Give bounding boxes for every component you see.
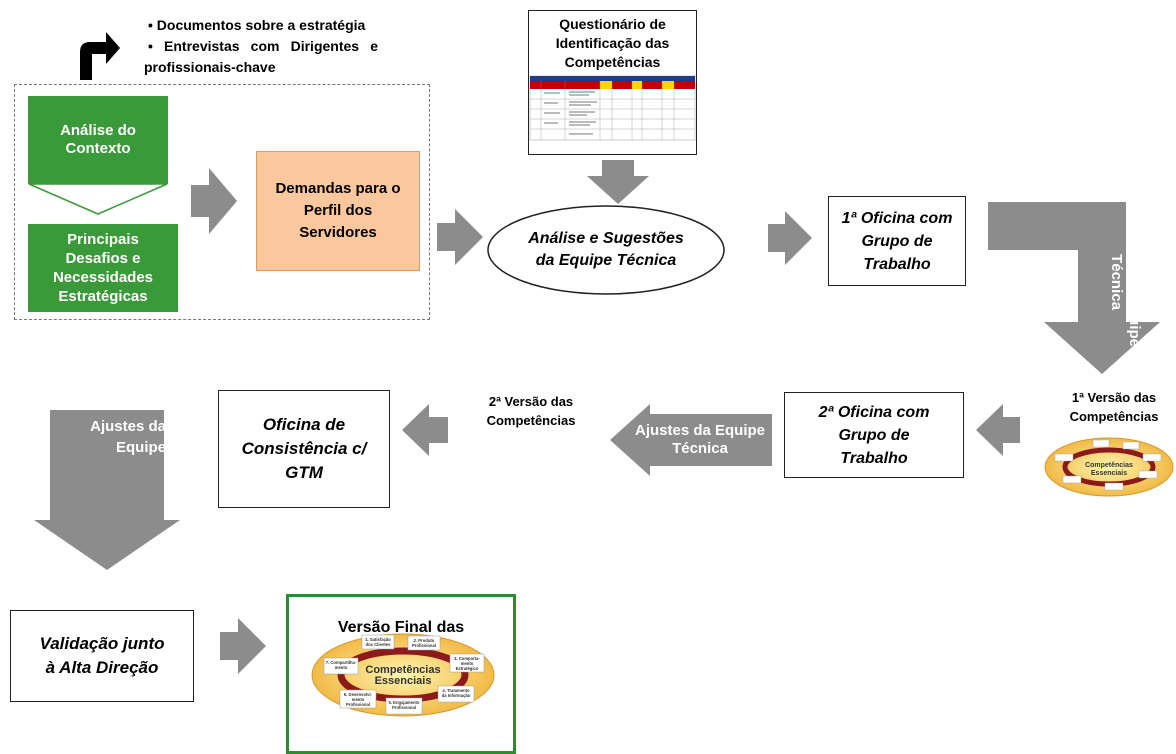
arrow-right-1 — [191, 168, 237, 234]
adjust-team-l2: Equipe — [115, 439, 166, 456]
version1-label: 1ª Versão das Competências — [1052, 388, 1176, 426]
demands-l2: Perfil dos — [303, 202, 373, 219]
questionnaire-l1: Questionário de — [559, 16, 666, 32]
version2-l1: 2ª Versão das — [488, 394, 574, 409]
validation-box: Validação junto à Alta Direção — [10, 610, 194, 702]
workshop2-l3: Trabalho — [840, 449, 908, 467]
bullet-interviews: • Entrevistas com Dirigentes e — [148, 38, 378, 54]
context-group — [14, 84, 430, 320]
svg-text:mento: mento — [461, 661, 474, 666]
svg-text:da Informação: da Informação — [442, 693, 471, 698]
workshop2-box: 2ª Oficina com Grupo de Trabalho — [784, 392, 964, 478]
svg-text:6. Desenvolvi-: 6. Desenvolvi- — [344, 692, 373, 697]
consistency-l2: Consistência c/ — [241, 439, 367, 458]
workshop1-box: 1ª Oficina com Grupo de Trabalho — [828, 196, 966, 286]
context-funnel-triangle — [28, 183, 168, 215]
bent-arrow-down — [988, 202, 1160, 374]
final-version-l1: Versão Final das — [337, 619, 465, 636]
svg-text:Competências: Competências — [1085, 462, 1133, 469]
challenges-l3: Necessidades — [52, 269, 154, 286]
workshop1-l1: 1ª Oficina com — [841, 209, 953, 227]
version1-l2: Competências — [1069, 409, 1159, 424]
demands-box: Demandas para o Perfil dos Servidores — [256, 151, 420, 271]
challenges-l1: Principais — [67, 231, 139, 248]
questionnaire-box: Questionário de Identificação das Compet… — [528, 10, 697, 155]
arrow-left-2 — [402, 404, 448, 456]
demands-l1: Demandas para o — [275, 180, 401, 197]
adjust-horizontal-l1: Ajustes da Equipe — [634, 422, 766, 439]
version2-l2: Competências — [486, 413, 576, 428]
svg-text:dos Clientes: dos Clientes — [366, 642, 392, 647]
challenges-l2: Desafios e — [65, 250, 141, 267]
adjust-arrow-left — [610, 404, 772, 476]
consistency-l1: Oficina de — [262, 415, 346, 434]
arrow-right-3 — [768, 211, 812, 265]
svg-text:5. Engajamento: 5. Engajamento — [389, 700, 420, 705]
strategic-challenges-box: Principais Desafios e Necessidades Estra… — [28, 224, 178, 312]
arrow-right-4 — [220, 618, 266, 674]
questionnaire-table-thumbnail — [529, 75, 696, 141]
competency-wheel-small-icon: Competências Essenciais — [1044, 437, 1174, 497]
adjust-arrow-down — [34, 410, 180, 570]
adjust-vertical-label: Ajustes da Equipe Técnica — [1063, 212, 1176, 352]
consistency-l3: GTM — [285, 463, 323, 482]
analysis-team-l2: da Equipe Técnica — [535, 252, 677, 269]
demands-l3: Servidores — [299, 224, 377, 241]
svg-text:4. Tratamento: 4. Tratamento — [442, 688, 470, 693]
bullet-interviews-cont: profissionais-chave — [144, 59, 276, 75]
adjust-team-l1: Ajustes da — [90, 418, 166, 435]
svg-text:mento: mento — [335, 665, 348, 670]
adjust-horizontal-l2: Técnica — [672, 440, 728, 457]
svg-text:Profissional: Profissional — [346, 702, 370, 707]
validation-l2: à Alta Direção — [45, 658, 159, 677]
analysis-team-text: Análise e Sugestões da Equipe Técnica — [496, 214, 716, 286]
svg-text:Essenciais: Essenciais — [1091, 470, 1127, 477]
svg-text:7. Compartilha-: 7. Compartilha- — [326, 660, 357, 665]
version1-wheel: Competências Essenciais — [1043, 436, 1175, 498]
svg-text:Profissional: Profissional — [412, 643, 436, 648]
questionnaire-l2: Identificação das — [555, 35, 670, 51]
arrow-left-1 — [976, 404, 1020, 456]
analysis-ellipse — [487, 205, 725, 295]
version2-label: 2ª Versão das Competências — [470, 392, 592, 430]
context-analysis-l1: Análise do — [60, 122, 136, 139]
arrow-down-1 — [587, 160, 649, 204]
adjust-horizontal-label: Ajustes da Equipe Técnica — [628, 414, 772, 466]
svg-text:Estratégico: Estratégico — [456, 666, 479, 671]
svg-text:Essenciais: Essenciais — [375, 675, 432, 687]
workshop1-l2: Grupo de — [861, 232, 933, 250]
adjust-vertical-l2: Técnica — [1108, 254, 1125, 310]
turn-right-arrow-icon — [80, 32, 120, 80]
svg-text:2. Produto: 2. Produto — [414, 638, 435, 643]
analysis-team-l1: Análise e Sugestões — [528, 230, 684, 247]
context-analysis-box: Análise do Contexto — [28, 96, 168, 184]
svg-text:3. Comporta-: 3. Comporta- — [454, 656, 480, 661]
questionnaire-l3: Competências — [564, 54, 661, 70]
workshop2-l2: Grupo de — [838, 426, 910, 444]
adjust-vertical-l1: Ajustes da Equipe — [1126, 216, 1143, 348]
validation-l1: Validação junto — [39, 634, 165, 653]
arrow-right-2 — [437, 209, 483, 265]
svg-text:mento: mento — [352, 697, 365, 702]
svg-text:Competências: Competências — [365, 664, 440, 676]
bullet-documents: • Documentos sobre a estratégia — [148, 17, 366, 33]
svg-text:1. Satisfação: 1. Satisfação — [365, 637, 391, 642]
svg-text:Profissional: Profissional — [392, 705, 416, 710]
workshop2-l1: 2ª Oficina com — [818, 403, 930, 421]
context-analysis-l2: Contexto — [65, 140, 131, 157]
input-bullets: • Documentos sobre a estratégia • Entrev… — [144, 15, 378, 78]
version1-l1: 1ª Versão das — [1071, 390, 1157, 405]
workshop1-l3: Trabalho — [863, 255, 931, 273]
consistency-box: Oficina de Consistência c/ GTM — [218, 390, 390, 508]
challenges-l4: Estratégicas — [58, 288, 148, 305]
adjust-team-label: Ajustes da Equipe — [50, 416, 166, 458]
